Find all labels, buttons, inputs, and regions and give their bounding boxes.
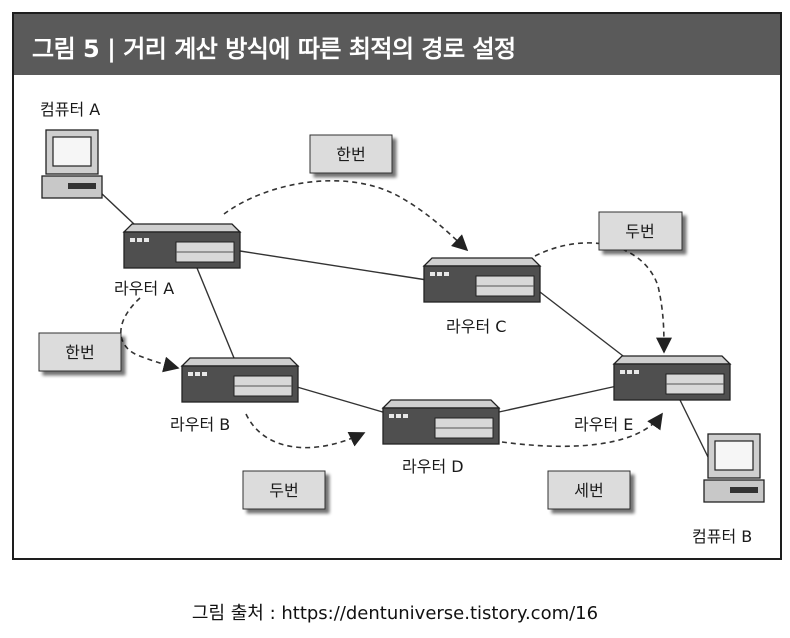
hop-arrow-b-to-d	[245, 413, 366, 449]
hop-tag-left-label: 한번	[65, 343, 94, 362]
router-c-icon	[423, 257, 541, 303]
connections	[99, 191, 709, 458]
link-computer-a-router-a	[99, 191, 135, 225]
hop-tag-top: 한번	[309, 134, 393, 174]
link-router-b-router-d	[296, 386, 387, 414]
computer-a-icon	[41, 129, 103, 199]
router-d-icon	[382, 399, 500, 445]
hop-tag-top-label: 한번	[336, 145, 365, 164]
hop-tag-bottom-left-label: 두번	[269, 481, 298, 500]
hop-tag-right-top-label: 두번	[625, 222, 654, 241]
link-router-a-router-c	[239, 250, 428, 281]
hop-arrows	[120, 180, 672, 449]
computer-b-label: 컴퓨터 B	[692, 527, 752, 546]
hop-arrow-c-to-e	[534, 242, 672, 354]
figure-title: 그림 5 | 거리 계산 방식에 따른 최적의 경로 설정	[32, 35, 516, 63]
hop-tag-right-top: 두번	[598, 211, 683, 251]
router-e-icon	[613, 355, 731, 401]
link-router-e-computer-b	[679, 399, 709, 458]
hop-arrow-a-to-c	[223, 180, 469, 252]
hop-arrow-a-to-b	[120, 297, 180, 373]
hop-arrow-d-to-e	[501, 412, 663, 448]
title-bar: 그림 5 | 거리 계산 방식에 따른 최적의 경로 설정	[14, 14, 780, 75]
figure-frame: 그림 5 | 거리 계산 방식에 따른 최적의 경로 설정	[12, 12, 782, 560]
computer-b-icon	[703, 433, 765, 503]
hop-tag-bottom-left: 두번	[242, 470, 326, 510]
network-diagram: 한번 두번 한번 두번 세번 컴퓨터 A 컴퓨터 B 라우터 A 라우터 B	[38, 100, 765, 546]
router-a-icon	[123, 223, 241, 269]
link-router-d-router-e	[498, 385, 618, 413]
router-e-label: 라우터 E	[574, 415, 633, 434]
router-b-label: 라우터 B	[170, 415, 230, 434]
link-router-c-router-e	[539, 291, 628, 360]
router-b-icon	[181, 357, 299, 403]
link-router-a-router-b	[196, 267, 235, 359]
figure-caption: 그림 출처 : https://dentuniverse.tistory.com…	[191, 603, 599, 624]
router-d-label: 라우터 D	[402, 457, 464, 476]
computer-a-label: 컴퓨터 A	[40, 100, 100, 119]
hop-tag-bottom-right: 세번	[547, 470, 631, 510]
router-a-label: 라우터 A	[114, 279, 174, 298]
router-c-label: 라우터 C	[446, 317, 506, 336]
hop-tag-bottom-right-label: 세번	[574, 481, 603, 500]
hop-tag-left: 한번	[38, 332, 122, 372]
